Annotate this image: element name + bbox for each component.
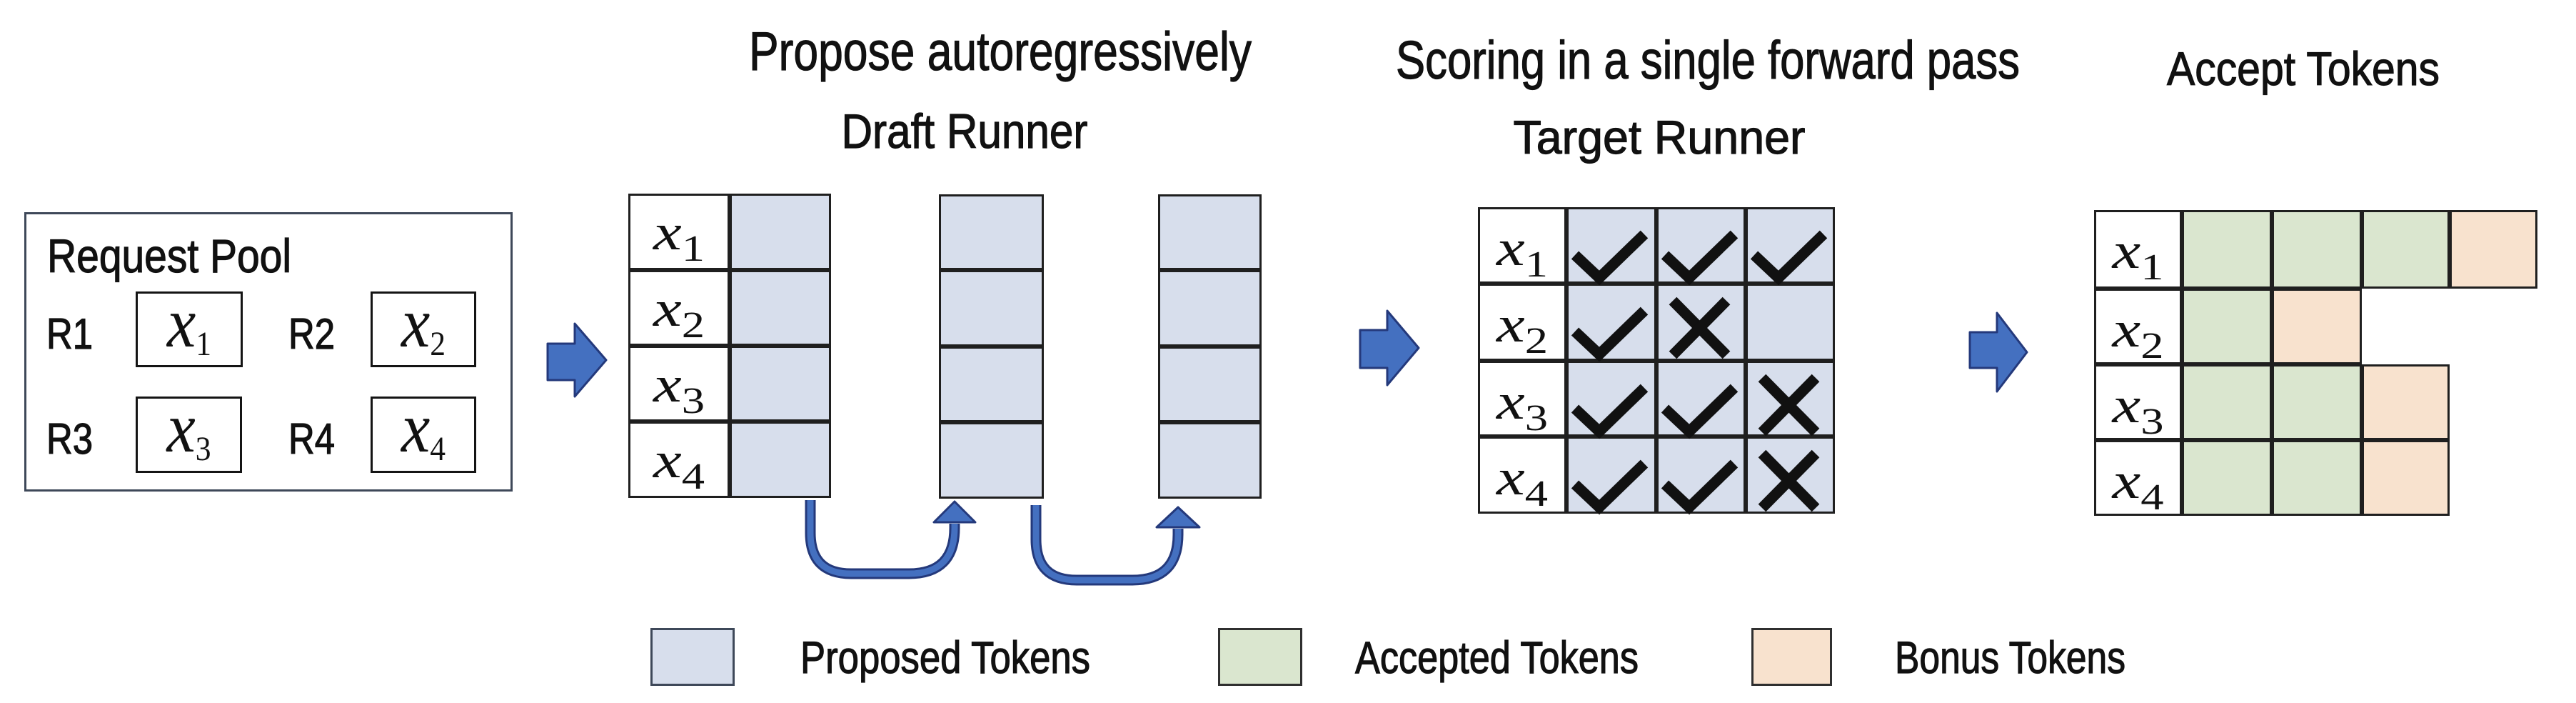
svg-text:Accept Tokens: Accept Tokens <box>2167 42 2440 95</box>
svg-text:Request Pool: Request Pool <box>47 229 291 282</box>
svg-text:R3: R3 <box>46 415 93 463</box>
svg-text:R2: R2 <box>288 310 335 358</box>
svg-text:x3: x3 <box>1496 373 1548 439</box>
svg-text:Target Runner: Target Runner <box>1514 111 1806 164</box>
svg-text:Scoring in a single forward pa: Scoring in a single forward pass <box>1396 30 2020 90</box>
svg-text:R1: R1 <box>46 310 93 358</box>
svg-text:Accepted Tokens: Accepted Tokens <box>1355 633 1639 683</box>
svg-text:Bonus Tokens: Bonus Tokens <box>1895 633 2125 683</box>
svg-text:Draft Runner: Draft Runner <box>842 104 1088 159</box>
svg-text:Propose autoregressively: Propose autoregressively <box>749 21 1252 82</box>
svg-text:R4: R4 <box>288 415 335 463</box>
svg-text:Proposed Tokens: Proposed Tokens <box>800 633 1090 683</box>
